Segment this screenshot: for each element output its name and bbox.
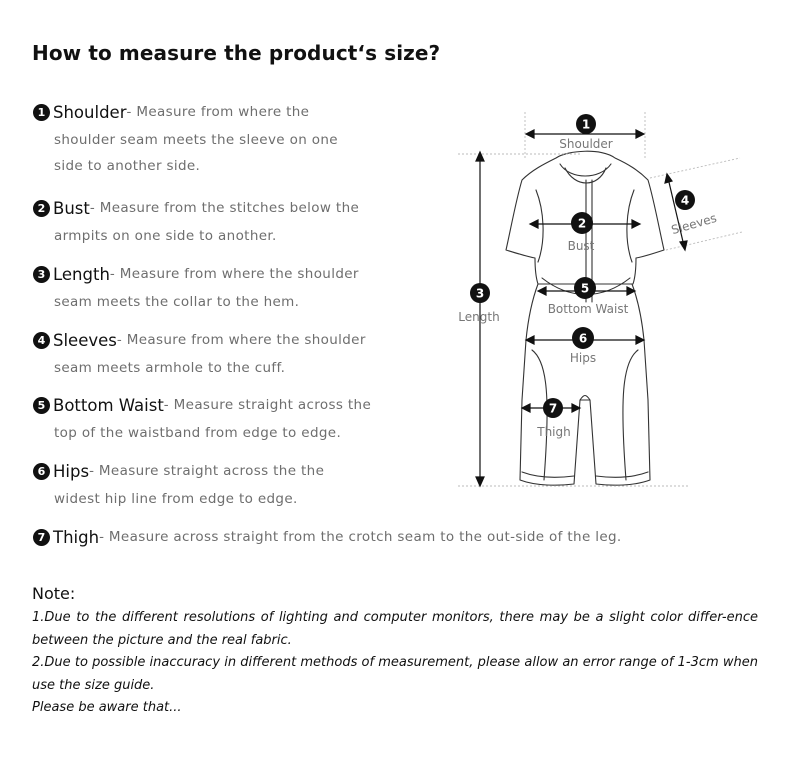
number-badge: 6 — [33, 462, 50, 480]
measurement-term: Shoulder — [53, 102, 127, 122]
measurement-description-continued: widest hip line from edge to edge. — [33, 486, 405, 512]
description-line: top of the waistband from edge to edge. — [54, 425, 342, 441]
label-hips: Hips — [570, 351, 596, 365]
measurement-hips: 6 Hips - Measure straight across the the… — [33, 459, 405, 512]
number-badge: 1 — [33, 103, 50, 121]
label-length: Length — [458, 310, 499, 324]
wetsuit-outline — [505, 150, 665, 486]
marker-hips — [572, 327, 594, 349]
measurement-term: Sleeves — [53, 330, 117, 350]
marker-length-number: 3 — [476, 287, 484, 301]
measurement-bust: 2 Bust - Measure from the stitches below… — [33, 196, 405, 249]
measurement-description-continued: seam meets the collar to the hem. — [33, 289, 405, 315]
note-heading: Note: — [32, 584, 76, 603]
measurement-description-continued: top of the waistband from edge to edge. — [33, 420, 405, 446]
marker-length — [470, 283, 490, 303]
marker-bottom-waist — [574, 277, 596, 299]
measurement-description-continued: armpits on one side to another. — [33, 223, 405, 249]
marker-bust — [571, 212, 593, 234]
marker-sleeves-number: 4 — [681, 194, 689, 208]
note-item: 2.Due to possible inaccuracy in differen… — [32, 655, 758, 693]
marker-thigh — [543, 398, 563, 418]
measurement-length: 3 Length - Measure from where the should… — [33, 262, 405, 315]
diagram-number-markers: 1 2 3 4 5 6 7 — [470, 114, 695, 418]
measurement-term: Thigh — [53, 527, 100, 547]
description-line: shoulder seam meets the sleeve on one — [54, 132, 338, 148]
measurement-term: Length — [53, 264, 110, 284]
description-line: widest hip line from edge to edge. — [54, 491, 298, 507]
number-badge: 5 — [33, 396, 50, 414]
marker-shoulder — [576, 114, 596, 134]
measurement-description-continued: seam meets armhole to the cuff. — [33, 355, 405, 381]
description-line: armpits on one side to another. — [54, 228, 277, 244]
marker-bust-number: 2 — [578, 217, 586, 231]
note-item: 1.Due to the different resolutions of li… — [32, 610, 758, 648]
marker-shoulder-number: 1 — [582, 118, 590, 132]
page-title: How to measure the product‘s size? — [32, 41, 441, 65]
measurement-thigh: 7 Thigh - Measure across straight from t… — [33, 525, 713, 549]
measurement-term: Hips — [53, 461, 90, 481]
number-badge: 7 — [33, 528, 50, 546]
label-shoulder: Shoulder — [559, 137, 613, 151]
measurement-description-continued: shoulder seam meets the sleeve on one si… — [33, 127, 405, 179]
measurement-description: - Measure from where the — [126, 104, 310, 120]
measurement-description: - Measure straight across the — [163, 397, 372, 413]
marker-thigh-number: 7 — [549, 402, 557, 416]
marker-bottom-waist-number: 5 — [581, 282, 589, 296]
measurement-bottom-waist: 5 Bottom Waist - Measure straight across… — [33, 393, 405, 446]
marker-sleeves — [675, 190, 695, 210]
measurement-description: - Measure from where the shoulder — [109, 266, 359, 282]
number-badge: 3 — [33, 265, 50, 283]
label-bust: Bust — [568, 239, 595, 253]
guide-lines — [458, 112, 743, 487]
description-line: seam meets armhole to the cuff. — [54, 360, 286, 376]
size-diagram: 1 2 3 4 5 6 7 Shoulder Bust Length Sleev… — [458, 112, 743, 488]
number-badge: 4 — [33, 331, 50, 349]
measurement-arrows — [475, 129, 688, 488]
description-line: seam meets the collar to the hem. — [54, 294, 300, 310]
measurement-description: - Measure from where the shoulder — [116, 332, 366, 348]
label-bottom-waist: Bottom Waist — [548, 302, 629, 316]
measurement-description: - Measure from the stitches below the — [89, 200, 360, 216]
description-line: side to another side. — [54, 158, 201, 174]
label-thigh: Thigh — [536, 425, 571, 439]
measurement-sleeves: 4 Sleeves - Measure from where the shoul… — [33, 328, 405, 381]
marker-hips-number: 6 — [579, 332, 587, 346]
measurement-shoulder: 1 Shoulder - Measure from where the shou… — [33, 100, 405, 179]
note-item: Please be aware that... — [32, 700, 182, 715]
measurement-term: Bottom Waist — [53, 395, 164, 415]
measurement-description: - Measure straight across the the — [89, 463, 325, 479]
measurement-description: - Measure across straight from the crotc… — [99, 529, 622, 545]
number-badge: 2 — [33, 199, 50, 217]
measurement-term: Bust — [53, 198, 90, 218]
